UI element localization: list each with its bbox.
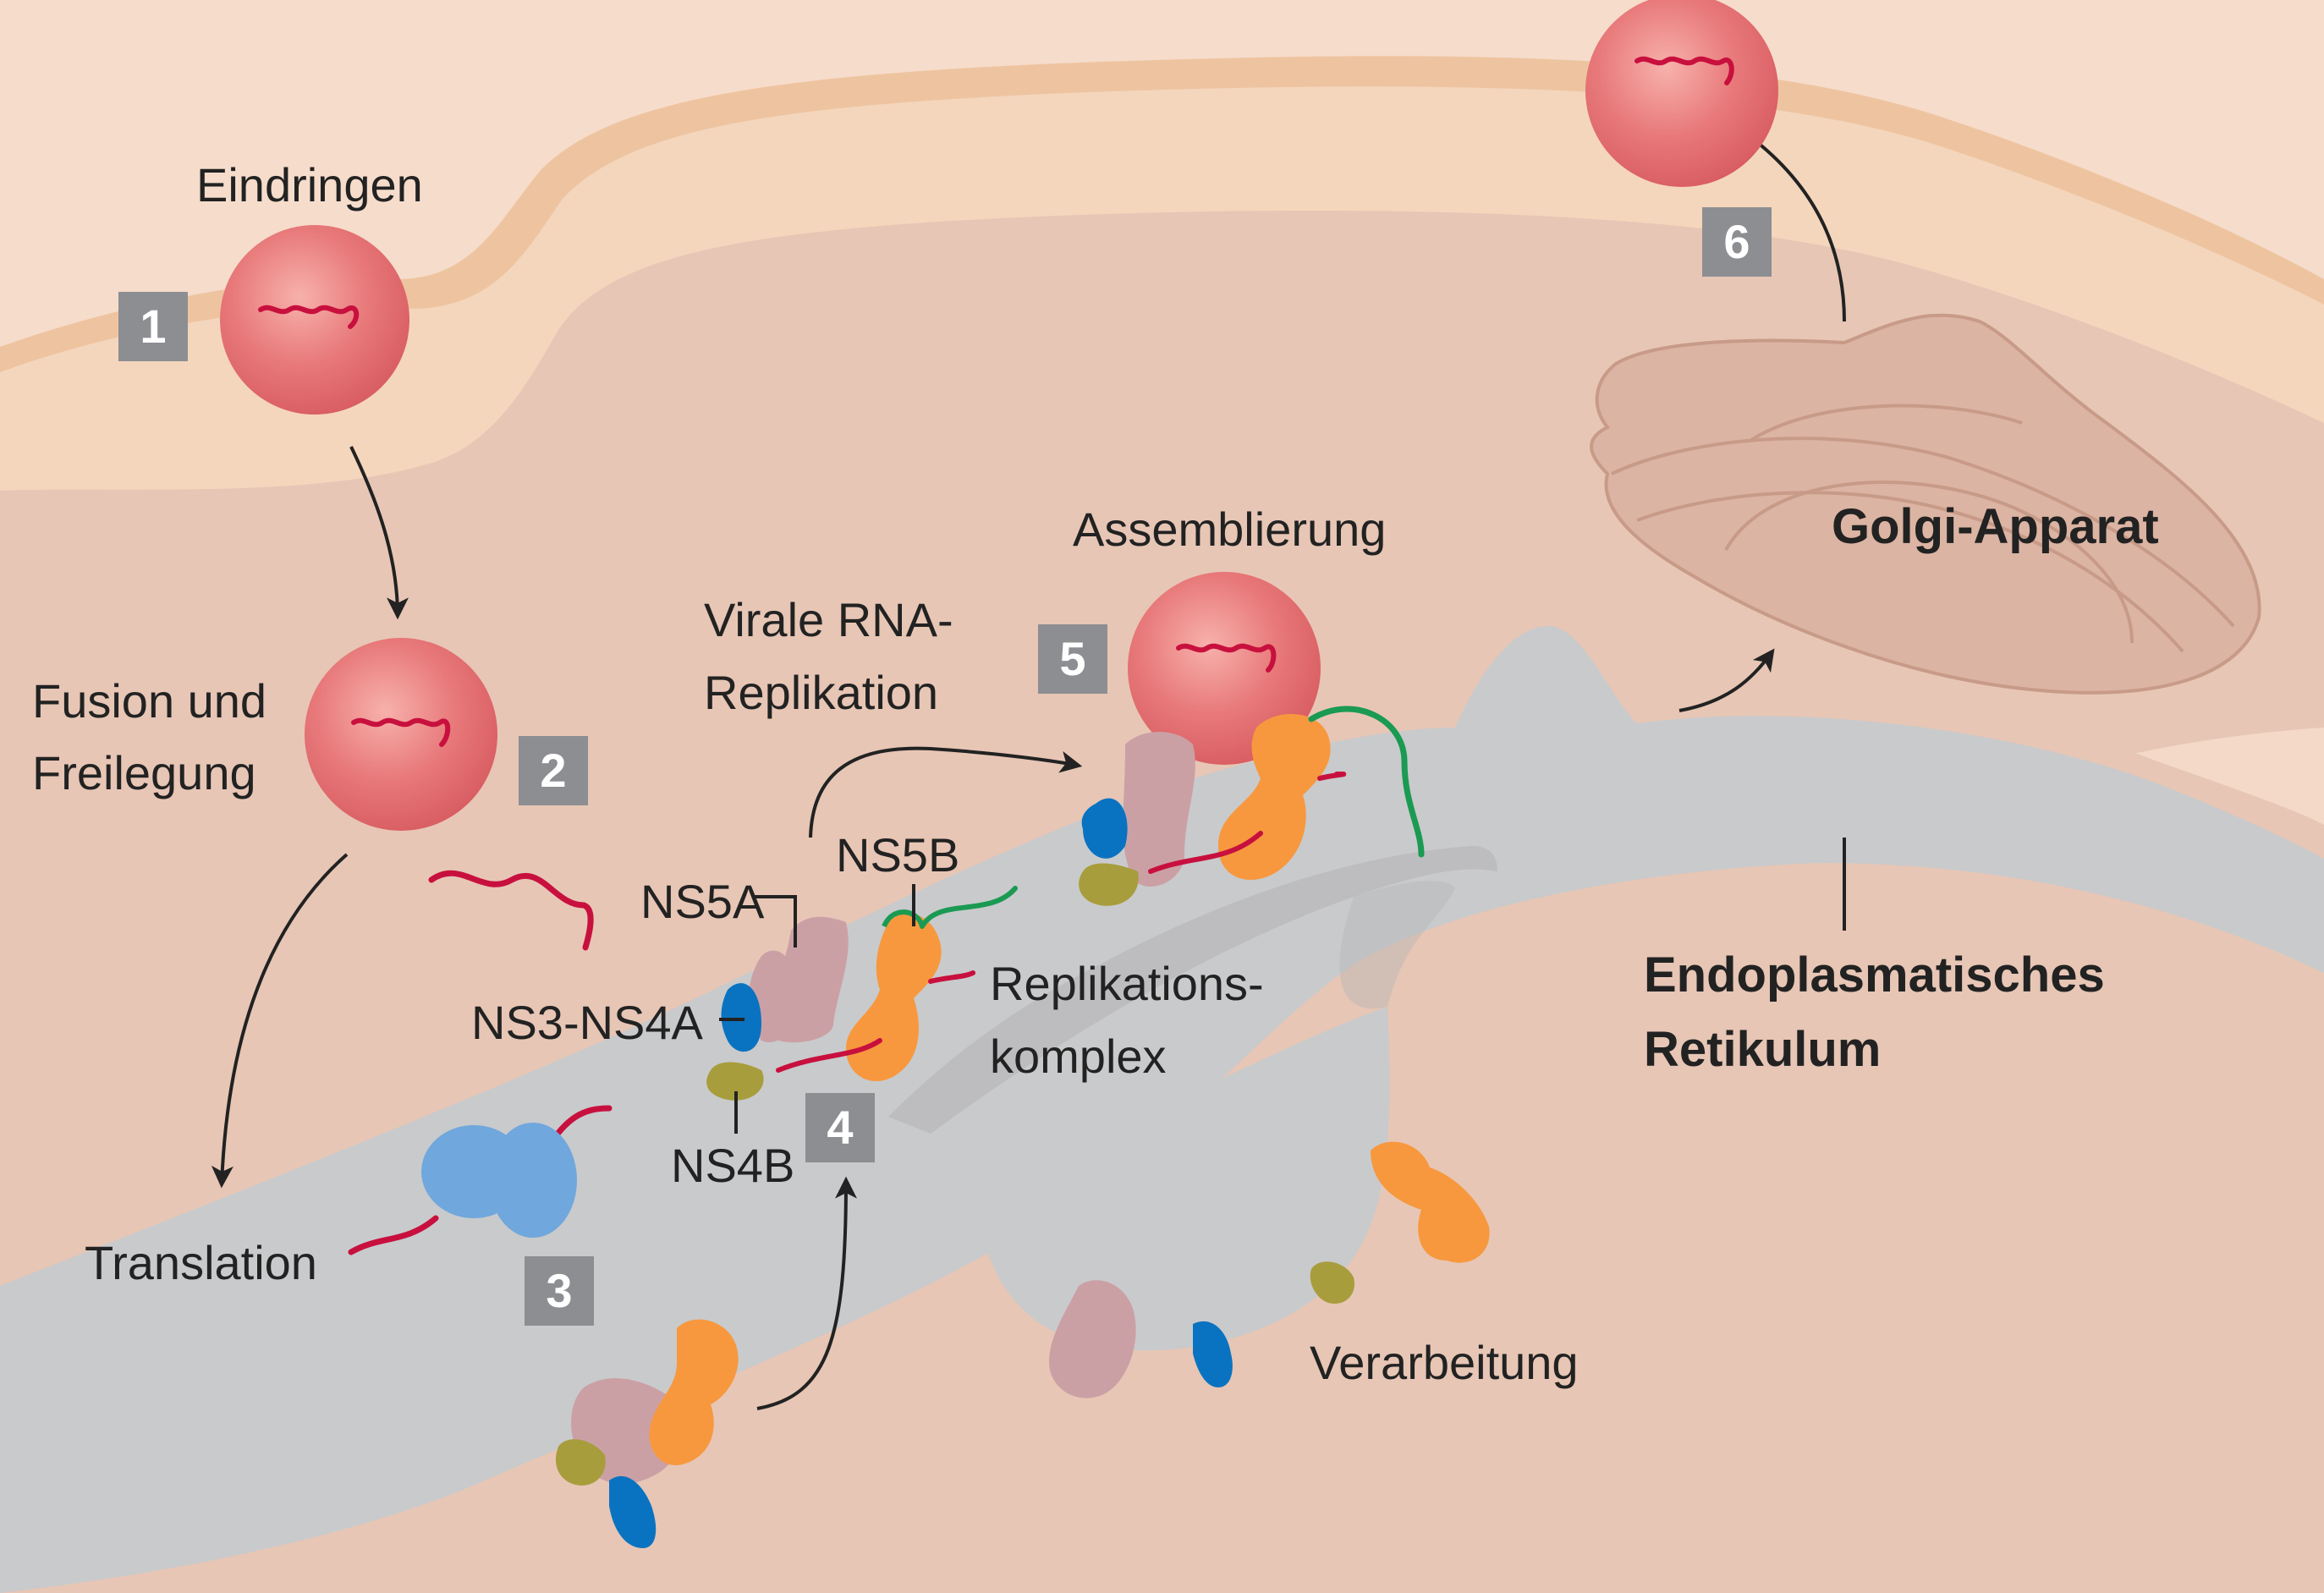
arrow-replication-to-assembly: [809, 746, 1083, 838]
step-box-5: 5: [1038, 624, 1107, 694]
step-number-3: 3: [546, 1264, 572, 1317]
arrow-golgi-to-release: [1739, 129, 1846, 322]
step-box-4: 4: [805, 1093, 875, 1162]
step-box-2: 2: [519, 736, 588, 805]
label-entry: Eindringen: [196, 158, 423, 211]
label-rna-replication-line2: Replikation: [704, 666, 938, 719]
arrow-er-to-golgi: [1678, 648, 1775, 712]
step-number-2: 2: [540, 744, 566, 797]
label-replication-complex-line1: Replikations-: [990, 957, 1264, 1010]
leader-lines: [719, 838, 1846, 1134]
replication-complex: [706, 886, 1018, 1101]
ribosome: [348, 1105, 613, 1255]
step-number-5: 5: [1059, 632, 1085, 685]
label-ns5b: NS5B: [836, 828, 959, 882]
label-er-line2: Retikulum: [1644, 1022, 1881, 1077]
step-number-1: 1: [140, 299, 166, 353]
free-viral-rna: [428, 870, 594, 951]
polyprotein-cluster: [555, 1319, 739, 1548]
step-box-3: 3: [525, 1256, 594, 1326]
label-ns3-ns4a: NS3-NS4A: [471, 996, 704, 1049]
label-golgi: Golgi-Apparat: [1832, 499, 2159, 554]
label-er-line1: Endoplasmatisches: [1644, 948, 2105, 1002]
processing-proteins: [1049, 1141, 1490, 1398]
label-replication-complex-line2: komplex: [990, 1030, 1167, 1083]
virus-assembly: [1128, 572, 1321, 765]
label-processing: Verarbeitung: [1310, 1336, 1579, 1389]
step-box-1: 1: [118, 292, 188, 361]
label-rna-replication-line1: Virale RNA-: [704, 593, 953, 646]
step-number-6: 6: [1723, 215, 1750, 268]
label-ns5a: NS5A: [640, 875, 765, 928]
virus-entry: [220, 225, 409, 415]
flow-arrows: [211, 129, 1846, 1410]
virus-fusion: [305, 638, 497, 831]
golgi-apparatus: [1590, 313, 2261, 695]
step-box-6: 6: [1702, 207, 1772, 277]
arrow-entry-to-fusion: [349, 446, 409, 620]
label-assembly: Assemblierung: [1073, 503, 1386, 556]
label-ns4b: NS4B: [671, 1139, 794, 1192]
label-fusion-line1: Fusion und: [32, 674, 266, 728]
assembly-complex: [1079, 706, 1425, 906]
endoplasmic-reticulum: [0, 618, 2324, 1593]
arrow-processing-to-complex: [756, 1176, 857, 1410]
arrow-fusion-to-translation: [211, 853, 349, 1189]
step-number-4: 4: [827, 1101, 853, 1154]
virus-release: [1585, 0, 1778, 187]
label-fusion-line2: Freilegung: [32, 746, 256, 799]
label-translation: Translation: [85, 1236, 317, 1289]
